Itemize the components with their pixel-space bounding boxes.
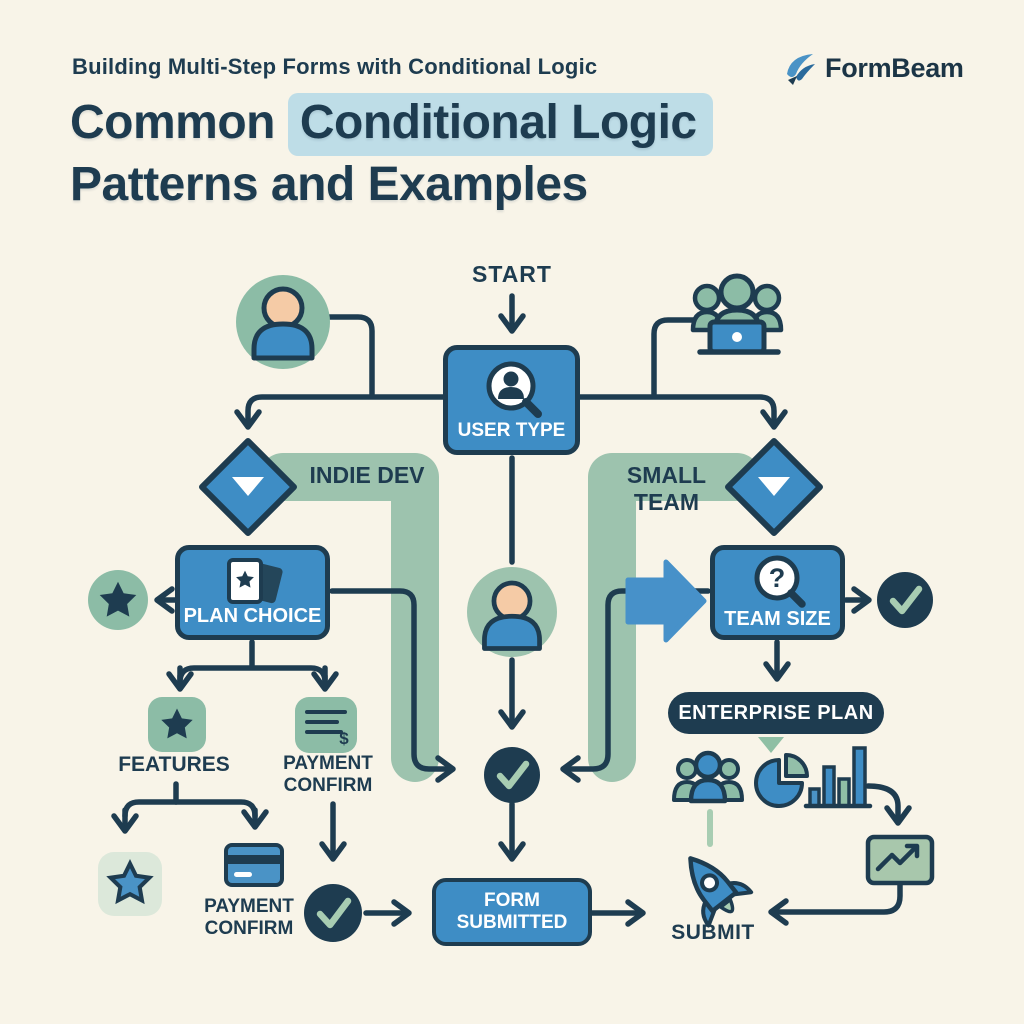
user-search-icon — [486, 361, 542, 418]
invoice-icon: $ — [295, 697, 357, 753]
decision-diamond-right-icon — [725, 438, 823, 536]
branch-label-indie-dev: INDIE DEV — [309, 462, 425, 488]
eyebrow-subtitle: Building Multi-Step Forms with Condition… — [72, 54, 598, 79]
title-lead: Common — [70, 96, 275, 149]
chartbox-to-rocket-arrow — [768, 881, 903, 926]
svg-text:?: ? — [768, 563, 785, 593]
bar-chart-icon — [803, 746, 873, 809]
barchart-curve-arrow — [865, 783, 912, 826]
features-bracket — [122, 799, 258, 819]
features-label: FEATURES — [118, 753, 230, 776]
node-team-size-label: TEAM SIZE — [724, 608, 831, 630]
check-circle-center-icon — [484, 747, 540, 803]
node-user-type-label: USER TYPE — [457, 419, 566, 441]
submit-label: SUBMIT — [671, 921, 755, 944]
rocket-icon — [688, 856, 754, 928]
page-title: Common Conditional Logic Patterns and Ex… — [70, 92, 713, 216]
question-search-icon: ? — [754, 555, 806, 608]
node-plan-choice-label: PLAN CHOICE — [183, 605, 322, 627]
credit-card-icon — [224, 843, 284, 887]
title-highlight: Conditional Logic — [287, 93, 713, 156]
star-badge-icon — [88, 570, 148, 630]
payment-confirm-label-upper: PAYMENT CONFIRM — [283, 753, 373, 797]
node-form-submitted: FORM SUBMITTED — [432, 878, 592, 946]
branch-left-connector — [234, 394, 446, 430]
start-label: START — [472, 261, 552, 287]
branch-band-right — [588, 453, 761, 782]
features-star-icon — [148, 697, 206, 752]
right-curve-to-check — [560, 588, 711, 783]
decision-diamond-left-icon — [199, 438, 297, 536]
trend-chart-icon — [865, 834, 935, 886]
svg-text:$: $ — [339, 729, 349, 748]
node-enterprise-plan: ENTERPRISE PLAN — [668, 692, 884, 734]
avatar-elbow-right — [651, 317, 700, 397]
people-group-icon — [672, 750, 744, 804]
brand-name: FormBeam — [825, 52, 964, 83]
enterprise-pointer-icon — [758, 737, 784, 753]
star-tile-icon — [98, 852, 162, 916]
planchoice-bracket — [177, 665, 328, 685]
node-plan-choice: PLAN CHOICE — [175, 545, 330, 640]
node-team-size: ? TEAM SIZE — [710, 545, 845, 640]
avatar-elbow-left — [326, 314, 375, 397]
payment-confirm-label-lower: PAYMENT CONFIRM — [204, 896, 294, 940]
left-curve-to-check — [329, 588, 456, 783]
brand-logo: FormBeam — [782, 50, 964, 86]
brand-leaf-icon — [787, 54, 815, 85]
title-rest: Patterns and Examples — [70, 158, 588, 211]
connectors — [111, 293, 912, 927]
plan-cards-icon — [226, 558, 283, 604]
branch-right-connector — [577, 394, 788, 430]
user-avatar-icon — [236, 275, 330, 369]
check-circle-right-icon — [877, 572, 933, 628]
check-circle-payment-icon — [304, 884, 362, 942]
skip-arrow-icon — [625, 559, 707, 643]
pie-chart-icon — [754, 753, 809, 808]
single-user-icon — [467, 567, 557, 657]
team-laptop-icon — [690, 273, 784, 355]
branch-label-small-team: SMALL TEAM — [626, 462, 707, 515]
node-user-type: USER TYPE — [443, 345, 580, 455]
